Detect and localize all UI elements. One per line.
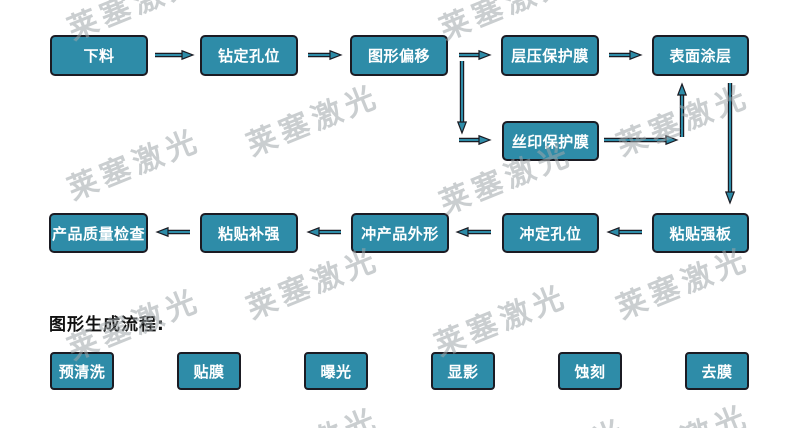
- node-strip-film: 去膜: [685, 352, 749, 390]
- node-apply-film: 贴膜: [177, 352, 241, 390]
- sub-flow-title: 图形生成流程:: [49, 315, 165, 335]
- flow-arrow: [155, 226, 190, 238]
- flow-arrow: [155, 49, 195, 61]
- flow-arrow: [459, 134, 492, 146]
- node-silkscreen-film: 丝印保护膜: [502, 121, 599, 161]
- node-preclean: 预清洗: [50, 352, 114, 390]
- flow-arrow: [455, 226, 491, 238]
- node-bond-reinforce: 粘贴补强: [200, 213, 298, 253]
- flow-arrow: [609, 49, 643, 61]
- flow-arrow: [456, 61, 468, 135]
- node-expose: 曝光: [304, 352, 368, 390]
- flow-arrow: [604, 134, 679, 146]
- node-quality-check: 产品质量检查: [49, 213, 148, 253]
- node-etch: 蚀刻: [558, 352, 622, 390]
- node-develop: 显影: [431, 352, 495, 390]
- node-bond-stiffener: 粘贴强板: [652, 213, 749, 253]
- flow-arrow: [306, 226, 341, 238]
- flow-arrow: [724, 83, 736, 205]
- flow-arrow: [308, 49, 343, 61]
- flow-arrow: [676, 82, 688, 137]
- node-drill-holes: 钻定孔位: [200, 35, 298, 76]
- node-pattern-offset: 图形偏移: [350, 35, 448, 76]
- flow-arrow: [459, 49, 492, 61]
- node-blanking: 下料: [50, 35, 148, 76]
- node-punch-holes: 冲定孔位: [502, 213, 599, 253]
- node-surface-coating: 表面涂层: [652, 35, 749, 76]
- node-laminate-film: 层压保护膜: [501, 35, 599, 76]
- flow-arrow: [606, 226, 642, 238]
- node-punch-outline: 冲产品外形: [351, 213, 449, 253]
